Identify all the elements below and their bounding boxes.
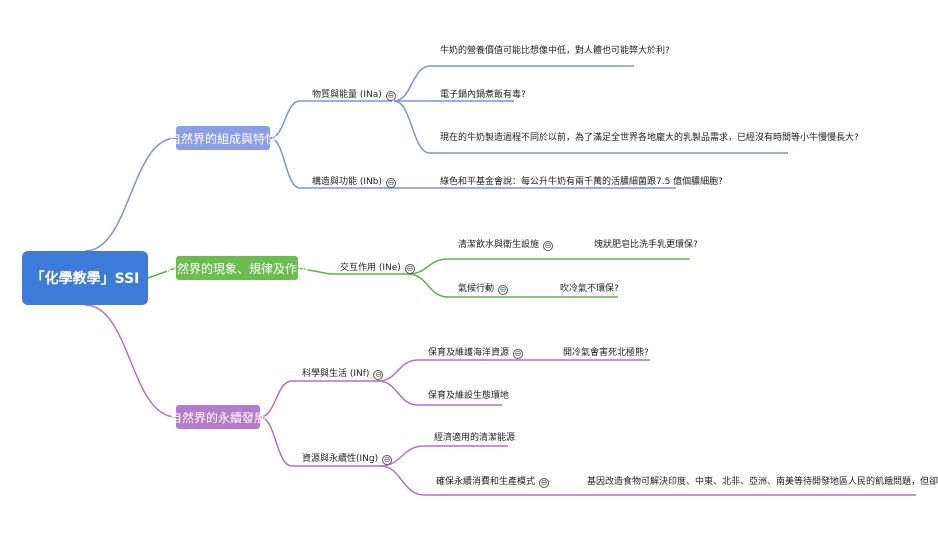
connector-line — [84, 137, 177, 252]
collapse-icon[interactable]: ⊖ — [385, 178, 396, 188]
collapse-icon[interactable]: ⊖ — [543, 241, 554, 251]
node-interaction[interactable]: 交互作用 (INe)⊖ — [340, 263, 415, 274]
node-science-life[interactable]: 科學與生活 (INf)⊖ — [302, 369, 384, 380]
connector-line — [84, 304, 177, 418]
connector-line — [147, 267, 177, 279]
node-resources-sustainability[interactable]: 資源與永續性(INg)⊖ — [302, 454, 393, 465]
branch-composition[interactable]: 自然界的組成與特性 — [169, 126, 277, 150]
leaf-rice-cooker[interactable]: 電子鍋內鍋煮飯有毒? — [440, 90, 526, 100]
node-structure-function[interactable]: 構造與功能 (INb)⊖ — [312, 177, 396, 188]
connector-line — [393, 100, 431, 154]
leaf-polar-bear[interactable]: 開冷氣會害死北極熊? — [563, 348, 649, 358]
collapse-icon[interactable]: ⊖ — [513, 349, 524, 359]
collapse-icon[interactable]: ⊖ — [539, 478, 550, 488]
collapse-icon[interactable]: ⊖ — [373, 370, 384, 380]
branch-phenomena[interactable]: 自然界的現象、規律及作用 — [165, 256, 309, 280]
connector-line — [297, 267, 331, 275]
connector-line — [377, 380, 419, 406]
connector-line — [269, 137, 301, 189]
connector-line — [259, 380, 293, 418]
collapse-icon[interactable]: ⊖ — [404, 264, 415, 274]
node-clean-energy[interactable]: 經濟適用的清潔能源 — [434, 433, 516, 443]
connector-line — [393, 65, 431, 102]
connector-line — [377, 359, 419, 382]
connector-line — [269, 100, 301, 139]
leaf-greenpeace-claim[interactable]: 綠色和平基金會說：每公升牛奶有兩千萬的活膿細菌跟7.5 億個膿細胞? — [440, 177, 723, 187]
collapse-icon[interactable]: ⊖ — [498, 285, 509, 295]
collapse-icon[interactable]: ⊖ — [385, 91, 396, 101]
leaf-soap[interactable]: 塊狀肥皂比洗手乳更環保? — [594, 240, 698, 250]
connector-line — [407, 273, 449, 298]
connector-line — [379, 445, 425, 467]
leaf-gmo-food[interactable]: 基因改造食物可解決印度、中東、北非、亞洲、南美等待開發地區人民的飢餓問題，但卻危… — [587, 477, 938, 487]
collapse-icon[interactable]: ⊖ — [382, 455, 393, 465]
connector-line — [259, 416, 293, 467]
node-climate-action[interactable]: 氣候行動⊖ — [458, 284, 509, 295]
leaf-milk-nutrition[interactable]: 牛奶的營養價值可能比想像中低，對人體也可能弊大於利? — [440, 46, 670, 56]
leaf-air-conditioning[interactable]: 吹冷氣不環保? — [560, 284, 619, 294]
node-ecosystem[interactable]: 保育及維設生態環地 — [428, 391, 510, 401]
root-label: 「化學教學」SSI — [30, 271, 140, 287]
node-clean-water[interactable]: 清潔飲水與衛生設施⊖ — [458, 240, 554, 251]
connector-line — [407, 258, 449, 275]
connector-line — [379, 465, 425, 496]
node-sustainable-consumption[interactable]: 確保永續消費和生產模式⊖ — [436, 477, 550, 488]
node-ocean-resources[interactable]: 保育及維護海洋資源⊖ — [428, 348, 524, 359]
branch-sustainability[interactable]: 自然界的永續發展 — [170, 405, 266, 429]
node-matter-energy[interactable]: 物質與能量 (INa)⊖ — [312, 90, 396, 101]
root-node[interactable]: 「化學教學」SSI — [22, 251, 148, 305]
leaf-milk-production[interactable]: 現在的牛奶製造過程不同於以前，為了滿足全世界各地龐大的乳製品需求，已經沒有時間等… — [440, 133, 859, 143]
